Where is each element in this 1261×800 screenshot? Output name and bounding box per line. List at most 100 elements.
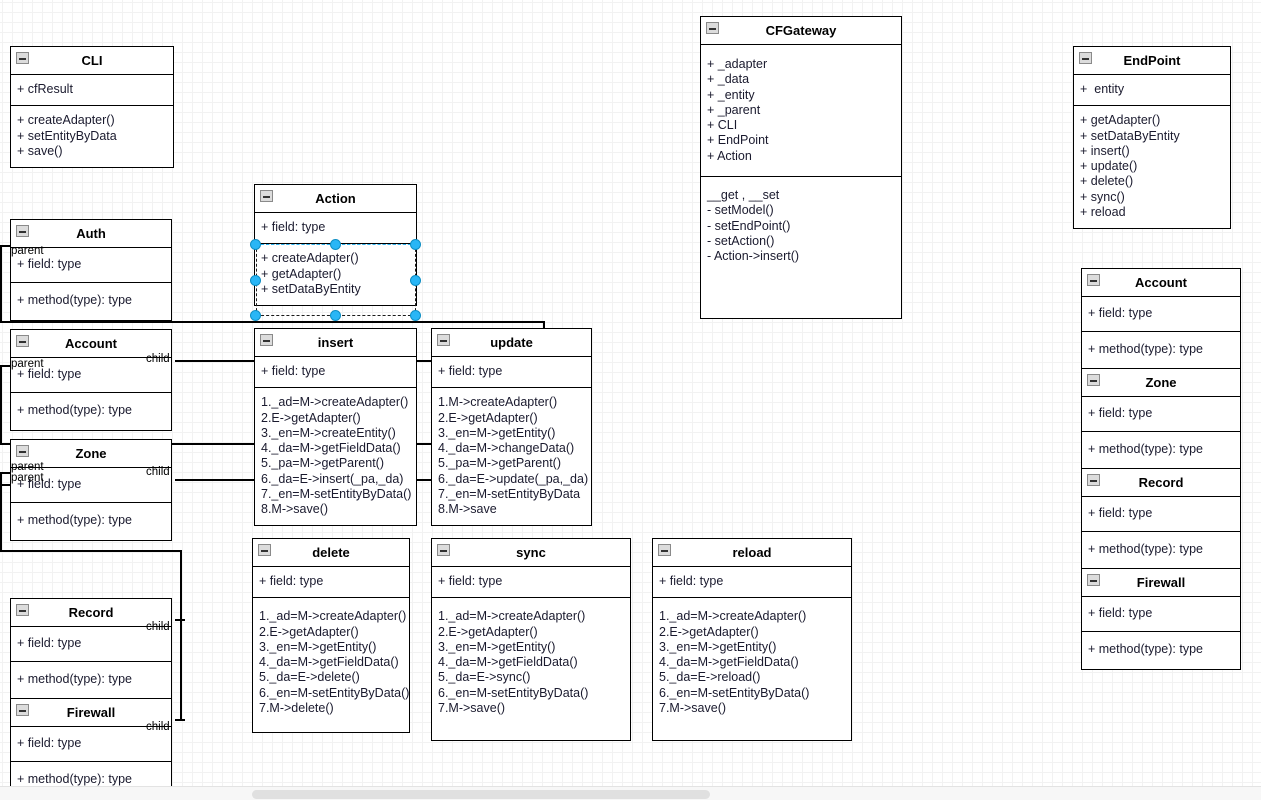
- class-header-reload: reload: [653, 539, 851, 567]
- class-box-record-right[interactable]: Record + field: type + method(type): typ…: [1081, 468, 1241, 570]
- collapse-minus-icon[interactable]: [260, 190, 273, 202]
- connector-record-vert: [180, 619, 182, 720]
- class-header-account-right: Account: [1082, 269, 1240, 297]
- class-operations-cli: + createAdapter() + setEntityByData + sa…: [11, 106, 173, 167]
- collapse-minus-icon[interactable]: [16, 225, 29, 237]
- class-box-reload[interactable]: reload + field: type 1._ad=M->createAdap…: [652, 538, 852, 741]
- attribute-item: + field: type: [261, 220, 326, 234]
- collapse-minus-icon[interactable]: [258, 544, 271, 556]
- selection-handle-top-left[interactable]: [250, 239, 261, 250]
- class-box-account-right[interactable]: Account + field: type + method(type): ty…: [1081, 268, 1241, 370]
- selection-handle-middle-left[interactable]: [250, 275, 261, 286]
- class-box-record-left[interactable]: Record + field: type + method(type): typ…: [10, 598, 172, 700]
- horizontal-scrollbar-thumb[interactable]: [252, 790, 710, 799]
- operation-item: - setAction(): [707, 233, 775, 248]
- collapse-minus-icon[interactable]: [16, 704, 29, 716]
- connector-zone-bottom: [0, 550, 182, 552]
- connector-zone-parent-a: [0, 472, 18, 474]
- operation-item: 2.E->getAdapter(): [259, 624, 359, 639]
- class-attributes-record-right: + field: type: [1082, 497, 1240, 533]
- class-box-update[interactable]: update + field: type 1.M->createAdapter(…: [431, 328, 592, 527]
- operation-item: 8.M->save(): [261, 502, 329, 516]
- class-box-delete[interactable]: delete + field: type 1._ad=M->createAdap…: [252, 538, 410, 733]
- class-attributes-insert: + field: type: [255, 357, 416, 389]
- class-operations-action: + createAdapter() + getAdapter() + setDa…: [255, 244, 416, 305]
- class-operations-zone-right: + method(type): type: [1082, 432, 1240, 468]
- class-name-sync: sync: [516, 545, 546, 560]
- class-name-zone-right: Zone: [1145, 375, 1177, 390]
- attribute-item: + field: type: [1088, 506, 1153, 520]
- connector-zone-parent-b: [0, 484, 18, 486]
- attribute-item: + field: type: [1088, 306, 1153, 320]
- operation-item: 2.E->getAdapter(): [438, 624, 538, 639]
- class-box-zone-right[interactable]: Zone + field: type + method(type): type: [1081, 368, 1241, 470]
- class-header-update: update: [432, 329, 591, 357]
- class-operations-account-left: + method(type): type: [11, 393, 171, 429]
- operation-item: 6._en=M-setEntityByData(): [259, 685, 410, 700]
- class-header-firewall-left: Firewall: [11, 699, 171, 727]
- class-attributes-account-right: + field: type: [1082, 297, 1240, 333]
- operation-item: 5._pa=M->getParent(): [261, 456, 384, 471]
- class-attributes-sync: + field: type: [432, 567, 630, 599]
- class-attributes-cfgateway: + _adapter + _data + _entity + _parent +…: [701, 45, 901, 177]
- operation-item: + save(): [17, 143, 63, 158]
- class-box-auth-left[interactable]: Auth + field: type + method(type): type: [10, 219, 172, 321]
- attribute-item: + field: type: [17, 257, 82, 271]
- attribute-item: + _data: [707, 72, 750, 87]
- class-header-sync: sync: [432, 539, 630, 567]
- class-box-insert[interactable]: insert + field: type 1._ad=M->createAdap…: [254, 328, 417, 527]
- attribute-item: + field: type: [438, 574, 503, 588]
- class-header-cfgateway: CFGateway: [701, 17, 901, 45]
- selection-handle-top-center[interactable]: [330, 239, 341, 250]
- class-name-cfgateway: CFGateway: [765, 23, 837, 38]
- collapse-minus-icon[interactable]: [1087, 474, 1100, 486]
- operation-item: + method(type): type: [17, 672, 132, 687]
- selection-handle-middle-right[interactable]: [410, 275, 421, 286]
- collapse-minus-icon[interactable]: [1087, 574, 1100, 586]
- class-box-sync[interactable]: sync + field: type 1._ad=M->createAdapte…: [431, 538, 631, 741]
- selection-handle-bottom-right[interactable]: [410, 310, 421, 321]
- class-operations-reload: 1._ad=M->createAdapter() 2.E->getAdapter…: [653, 598, 851, 724]
- attribute-item: + entity: [1080, 82, 1125, 96]
- class-box-endpoint[interactable]: EndPoint + entity + getAdapter() + setDa…: [1073, 46, 1231, 229]
- connector-account-vert: [0, 365, 2, 445]
- collapse-minus-icon[interactable]: [260, 334, 273, 346]
- collapse-minus-icon[interactable]: [16, 445, 29, 457]
- collapse-minus-icon[interactable]: [1087, 274, 1100, 286]
- class-box-account-left[interactable]: Account + field: type + method(type): ty…: [10, 329, 172, 431]
- operation-item: - setEndPoint(): [707, 218, 791, 233]
- class-box-zone-left[interactable]: Zone + field: type + method(type): type: [10, 439, 172, 541]
- selection-handle-bottom-center[interactable]: [330, 310, 341, 321]
- operation-item: + method(type): type: [17, 772, 132, 787]
- operation-item: 1._ad=M->createAdapter(): [438, 609, 586, 624]
- operation-item: + setDataByEntity: [1080, 128, 1180, 143]
- selection-handle-top-right[interactable]: [410, 239, 421, 250]
- collapse-minus-icon[interactable]: [1087, 374, 1100, 386]
- collapse-minus-icon[interactable]: [706, 22, 719, 34]
- class-name-firewall-right: Firewall: [1136, 575, 1186, 590]
- attribute-item: + field: type: [1088, 406, 1153, 420]
- class-name-update: update: [490, 335, 533, 350]
- attribute-item: + field: type: [17, 367, 82, 381]
- collapse-minus-icon[interactable]: [16, 335, 29, 347]
- collapse-minus-icon[interactable]: [437, 334, 450, 346]
- attribute-item: + _parent: [707, 102, 761, 117]
- class-box-firewall-right[interactable]: Firewall + field: type + method(type): t…: [1081, 568, 1241, 670]
- class-header-action: Action: [255, 185, 416, 213]
- collapse-minus-icon[interactable]: [658, 544, 671, 556]
- class-attributes-firewall-left: + field: type: [11, 727, 171, 763]
- class-box-cfgateway[interactable]: CFGateway + _adapter + _data + _entity +…: [700, 16, 902, 319]
- operation-item: 8.M->save: [438, 502, 497, 516]
- selection-handle-bottom-left[interactable]: [250, 310, 261, 321]
- collapse-minus-icon[interactable]: [16, 52, 29, 64]
- horizontal-scrollbar-track[interactable]: [0, 786, 1261, 800]
- class-operations-delete: 1._ad=M->createAdapter() 2.E->getAdapter…: [253, 598, 409, 724]
- class-box-firewall-left[interactable]: Firewall + field: type + method(type): t…: [10, 698, 172, 800]
- collapse-minus-icon[interactable]: [16, 604, 29, 616]
- class-operations-endpoint: + getAdapter() + setDataByEntity + inser…: [1074, 106, 1230, 228]
- collapse-minus-icon[interactable]: [437, 544, 450, 556]
- class-box-cli[interactable]: CLI + cfResult + createAdapter() + setEn…: [10, 46, 174, 168]
- collapse-minus-icon[interactable]: [1079, 52, 1092, 64]
- operation-item: 3._en=M->getEntity(): [438, 425, 556, 440]
